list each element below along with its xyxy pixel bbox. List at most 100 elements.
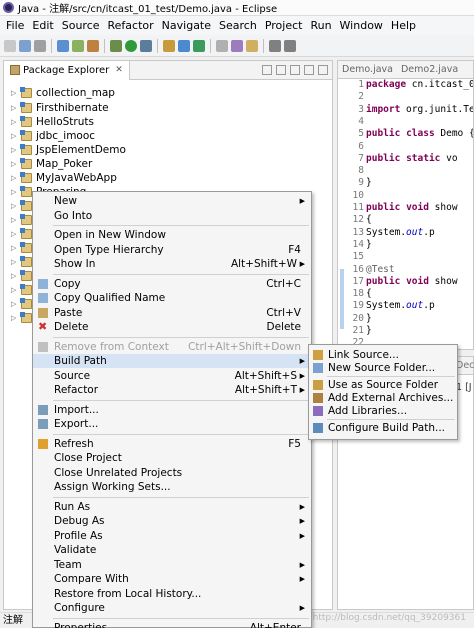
expand-arrow-icon[interactable]: ▷ — [11, 272, 17, 280]
tool-icon[interactable] — [87, 39, 99, 52]
editor-tab-demo[interactable]: Demo.java — [342, 64, 393, 75]
link-editor-icon[interactable] — [276, 65, 286, 75]
menu-help[interactable]: Help — [390, 19, 416, 32]
expand-arrow-icon[interactable]: ▷ — [11, 300, 17, 308]
package-explorer-tab[interactable]: Package Explorer ✕ — [4, 60, 130, 80]
project-item[interactable]: ▷ — [11, 227, 36, 241]
menu-item-validate[interactable]: Validate — [33, 543, 311, 557]
collapse-all-icon[interactable] — [262, 65, 272, 75]
menu-item-compare-with[interactable]: Compare With▶ — [33, 572, 311, 586]
project-item[interactable]: ▷ — [11, 311, 36, 325]
run-icon[interactable] — [125, 39, 137, 52]
expand-arrow-icon[interactable]: ▷ — [11, 174, 17, 182]
code-line[interactable]: public void show — [366, 275, 458, 287]
expand-arrow-icon[interactable]: ▷ — [11, 258, 17, 266]
build-icon[interactable] — [57, 39, 69, 52]
project-item[interactable]: ▷ — [11, 213, 36, 227]
project-item[interactable]: ▷ — [11, 241, 36, 255]
menu-item-run-as[interactable]: Run As▶ — [33, 500, 311, 514]
code-line[interactable]: } — [366, 177, 372, 189]
sync-icon[interactable] — [72, 39, 84, 52]
project-item[interactable]: ▷ — [11, 199, 36, 213]
menu-item-debug-as[interactable]: Debug As▶ — [33, 514, 311, 528]
expand-arrow-icon[interactable]: ▷ — [11, 286, 17, 294]
expand-arrow-icon[interactable]: ▷ — [11, 118, 17, 126]
maximize-icon[interactable] — [318, 65, 328, 75]
code-line[interactable]: package cn.itcast_0 — [366, 79, 474, 90]
menu-item-copy-qualified-name[interactable]: Copy Qualified Name — [33, 291, 311, 305]
project-item[interactable]: ▷ — [11, 269, 36, 283]
menu-run[interactable]: Run — [310, 19, 332, 32]
new-package-icon[interactable] — [178, 39, 190, 52]
menu-item-restore-from-local-history[interactable]: Restore from Local History... — [33, 587, 311, 601]
menu-item-new[interactable]: New▶ — [33, 194, 311, 208]
submenu-item-add-libraries[interactable]: Add Libraries... — [309, 404, 457, 418]
minimize-icon[interactable] — [304, 65, 314, 75]
menu-item-go-into[interactable]: Go Into — [33, 209, 311, 223]
code-line[interactable]: public void show — [366, 202, 458, 213]
expand-arrow-icon[interactable]: ▷ — [11, 89, 17, 97]
project-item[interactable]: ▷JspElementDemo — [11, 143, 126, 157]
save-icon[interactable] — [19, 39, 31, 52]
debug-icon[interactable] — [110, 39, 122, 52]
code-line[interactable]: } — [366, 238, 372, 250]
editor-tab-demo2[interactable]: Demo2.java — [400, 64, 459, 75]
code-line[interactable]: System.out.p — [366, 300, 435, 312]
project-item[interactable]: ▷MyJavaWebApp — [11, 171, 117, 185]
menu-item-profile-as[interactable]: Profile As▶ — [33, 529, 311, 543]
project-item[interactable]: ▷jdbc_imooc — [11, 129, 95, 143]
menu-item-open-in-new-window[interactable]: Open in New Window — [33, 228, 311, 242]
submenu-item-use-as-source-folder[interactable]: Use as Source Folder — [309, 378, 457, 392]
close-icon[interactable]: ✕ — [115, 65, 123, 75]
project-item[interactable]: ▷ — [11, 283, 36, 297]
menu-item-team[interactable]: Team▶ — [33, 558, 311, 572]
project-item[interactable]: ▷ — [11, 297, 36, 311]
menu-project[interactable]: Project — [264, 19, 303, 32]
annotation-icon[interactable] — [246, 39, 258, 52]
project-item[interactable]: ▷HelloStruts — [11, 115, 94, 129]
code-line[interactable]: } — [366, 325, 372, 336]
expand-arrow-icon[interactable]: ▷ — [11, 216, 17, 224]
code-line[interactable]: } — [366, 312, 372, 324]
menu-item-configure[interactable]: Configure▶ — [33, 601, 311, 615]
menu-item-import[interactable]: Import... — [33, 403, 311, 417]
expand-arrow-icon[interactable]: ▷ — [11, 202, 17, 210]
print-icon[interactable] — [34, 39, 46, 52]
submenu-item-link-source[interactable]: Link Source... — [309, 348, 457, 362]
code-line[interactable]: { — [366, 288, 372, 300]
code-line[interactable]: public class Demo { — [366, 128, 474, 140]
new-java-project-icon[interactable] — [163, 39, 175, 52]
view-menu-icon[interactable] — [290, 65, 300, 75]
code-line[interactable]: public static vo — [366, 152, 458, 164]
project-item[interactable]: ▷collection_map — [11, 86, 115, 100]
expand-arrow-icon[interactable]: ▷ — [11, 244, 17, 252]
menu-edit[interactable]: Edit — [32, 19, 54, 32]
expand-arrow-icon[interactable]: ▷ — [11, 146, 17, 154]
new-icon[interactable] — [4, 39, 16, 52]
code-line[interactable]: import org.junit.Tes — [366, 103, 474, 115]
menu-item-export[interactable]: Export... — [33, 417, 311, 431]
expand-arrow-icon[interactable]: ▷ — [11, 188, 17, 196]
menu-navigate[interactable]: Navigate — [161, 19, 212, 32]
new-class-icon[interactable] — [193, 39, 205, 52]
submenu-item-configure-build-path[interactable]: Configure Build Path... — [309, 421, 457, 435]
menu-window[interactable]: Window — [339, 19, 383, 32]
forward-icon[interactable] — [284, 39, 296, 52]
expand-arrow-icon[interactable]: ▷ — [11, 132, 17, 140]
expand-arrow-icon[interactable]: ▷ — [11, 314, 17, 322]
expand-arrow-icon[interactable]: ▷ — [11, 230, 17, 238]
menu-item-close-unrelated-projects[interactable]: Close Unrelated Projects — [33, 466, 311, 480]
menu-item-build-path[interactable]: Build Path▶ — [33, 354, 311, 368]
code-line[interactable]: @Test — [366, 263, 395, 275]
project-item[interactable]: ▷Map_Poker — [11, 157, 92, 171]
code-line[interactable]: System.out.p — [366, 226, 435, 238]
search-icon[interactable] — [231, 39, 243, 52]
